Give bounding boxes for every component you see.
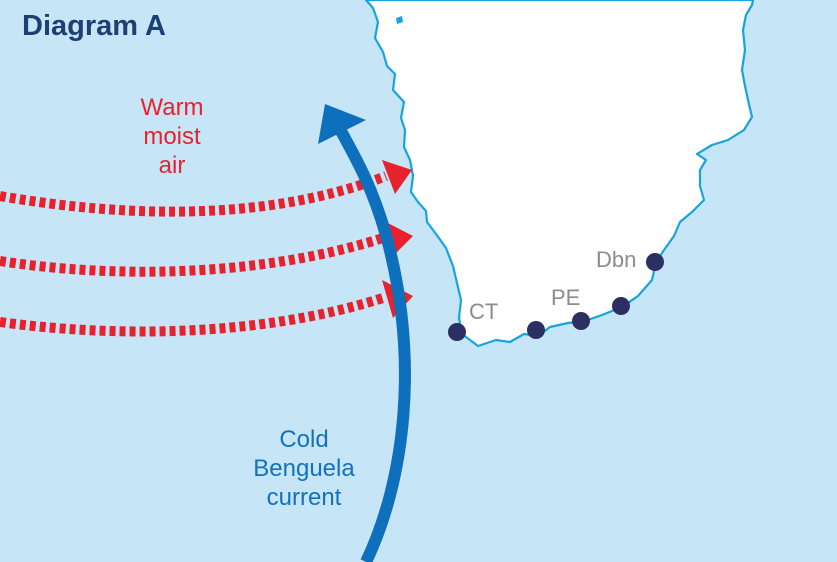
benguela-current-arrow	[330, 119, 411, 562]
warm-air-arrows	[0, 171, 388, 337]
benguela-current-arrowhead	[318, 104, 366, 144]
city-markers	[448, 253, 664, 341]
cold-benguela-current-label: Cold Benguela current	[253, 426, 355, 511]
city-label-ct: CT	[469, 299, 499, 324]
diagram-title: Diagram A	[22, 10, 166, 42]
city-marker-mossel-bay	[527, 321, 545, 339]
warm-air-arrow-1	[0, 171, 388, 217]
city-label-dbn: Dbn	[596, 247, 637, 272]
warm-moist-air-label: Warm moist air	[140, 94, 204, 179]
city-label-pe: PE	[551, 285, 581, 310]
coastal-islet	[396, 16, 403, 24]
city-marker-dbn	[646, 253, 664, 271]
city-marker-east-london	[612, 297, 630, 315]
warm-air-arrow-2	[0, 232, 388, 277]
city-marker-pe	[572, 312, 590, 330]
warm-air-arrowhead-1	[382, 160, 412, 194]
warm-air-arrow-3	[0, 292, 388, 337]
city-marker-ct	[448, 323, 466, 341]
